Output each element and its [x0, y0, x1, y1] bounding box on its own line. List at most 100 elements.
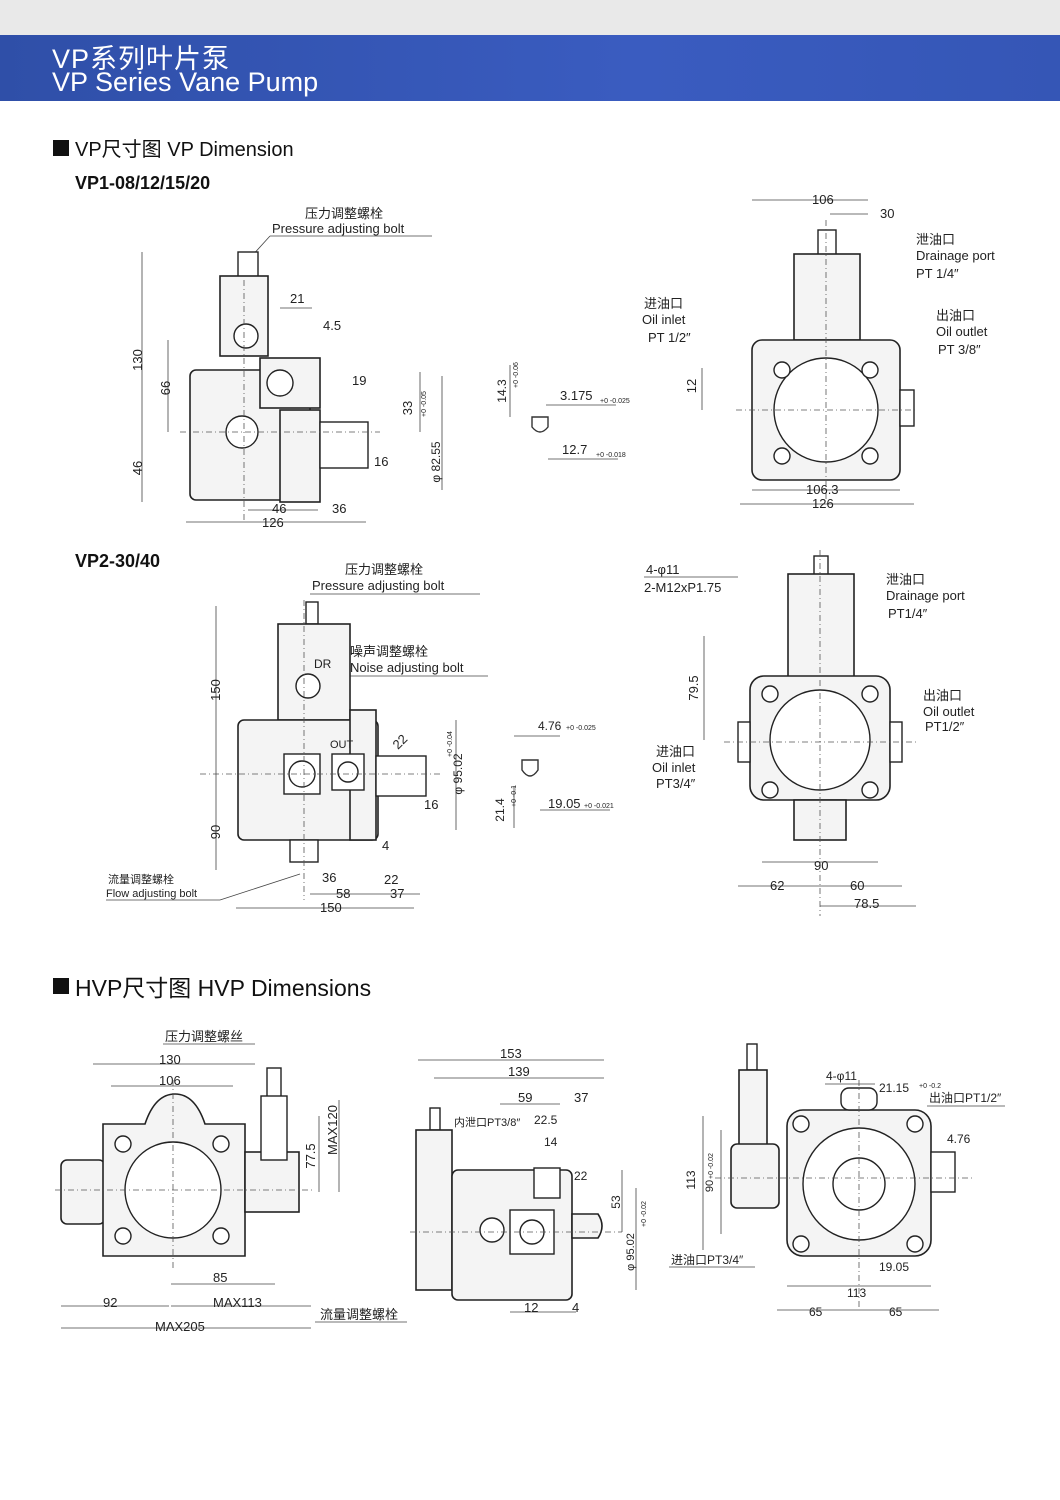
hvp-front-dim-77-5: 77.5 — [303, 1143, 318, 1168]
square-bullet-icon — [53, 978, 69, 994]
vp1-key-tol2: +0 -0.025 — [600, 398, 630, 405]
vp2-bolts: 4-φ11 — [646, 562, 679, 577]
vp1-front-dim-12: 12 — [684, 379, 699, 393]
hvp-side-dim-12: 12 — [524, 1300, 538, 1315]
hvp-side-dim-59: 59 — [518, 1090, 532, 1105]
hvp-side-dim-22-5: 22.5 — [534, 1113, 558, 1127]
vp2-key-dim-19-05: 19.05 — [548, 796, 581, 811]
hvp-flow-bolt-zh: 流量调整螺栓 — [320, 1307, 398, 1322]
vp1-dim-19: 19 — [352, 373, 366, 388]
vp1-dim-36: 36 — [332, 501, 346, 516]
vp2-front-drawing: 4-φ11 2-M12xP1.75 泄油口 Drainage port PT1/… — [644, 550, 975, 916]
vp1-dim-dia-82-55: φ 82.55 — [429, 441, 443, 482]
hvp-rear-dim-21-15: 21.15 — [879, 1081, 909, 1095]
hvp-side-dim-22: 22 — [574, 1169, 588, 1183]
hvp-rear-outlet-label: 出油口PT1/2″ — [929, 1091, 1002, 1105]
vp2-dim-22b: 22 — [384, 872, 398, 887]
vp1-pressure-bolt-zh: 压力调整螺栓 — [305, 206, 383, 221]
vp1-dim-46b: 46 — [272, 501, 286, 516]
vp2-drain-size: PT1/4″ — [888, 606, 928, 621]
vp1-dim-21: 21 — [290, 291, 304, 306]
hvp-rear-dim-90: 90 — [704, 1180, 716, 1192]
vp2-front-dim-60: 60 — [850, 878, 864, 893]
vp2-front-dim-62: 62 — [770, 878, 784, 893]
square-bullet-icon — [53, 139, 69, 156]
vp2-dim-36: 36 — [322, 870, 336, 885]
model-label-vp2: VP2-30/40 — [75, 551, 161, 571]
vp1-front-drawing: 106 30 泄油口 Drainage port PT 1/4″ 进油口 Oil… — [642, 192, 995, 511]
vp2-flow-bolt-zh: 流量调整螺栓 — [108, 872, 174, 886]
vp1-outlet-zh: 出油口 — [936, 308, 975, 323]
hvp-front-dim-max113: MAX113 — [213, 1295, 262, 1310]
hvp-front-dim-92: 92 — [103, 1295, 117, 1310]
vp2-drain-zh: 泄油口 — [886, 572, 925, 587]
vp2-noise-bolt-en: Noise adjusting bolt — [350, 660, 464, 675]
hvp-front-dim-85: 85 — [213, 1270, 227, 1285]
vp2-thread: 2-M12xP1.75 — [644, 580, 721, 595]
hvp-side-drain-label: 内泄口PT3/8″ — [454, 1115, 520, 1129]
section-heading-hvp: HVP尺寸图 HVP Dimensions — [53, 969, 371, 1003]
hvp-front-dim-130: 130 — [159, 1052, 181, 1067]
vp2-inlet-en: Oil inlet — [652, 760, 696, 775]
vp2-front-dim-79-5: 79.5 — [686, 675, 701, 700]
hvp-pressure-bolt-zh: 压力调整螺丝 — [165, 1029, 243, 1044]
title-banner: VP系列叶片泵 VP Series Vane Pump — [0, 35, 1060, 101]
hvp-rear-dim-65b: 65 — [889, 1305, 903, 1319]
vp2-dim-58: 58 — [336, 886, 350, 901]
vp1-dim-126: 126 — [262, 515, 284, 530]
section-title-hvp: HVP尺寸图 HVP Dimensions — [75, 975, 372, 1001]
title-zh: VP系列叶片泵 — [52, 44, 231, 74]
vp1-dim-130: 130 — [130, 349, 145, 371]
vp1-inlet-en: Oil inlet — [642, 312, 686, 327]
vp1-front-dim-106-3: 106.3 — [806, 482, 839, 497]
hvp-rear-bolts: 4-φ11 — [826, 1069, 857, 1083]
vp2-front-dim-90: 90 — [814, 858, 828, 873]
vp2-dim-37: 37 — [390, 886, 404, 901]
vp2-flow-bolt-en: Flow adjusting bolt — [106, 888, 197, 900]
vp1-dim-46a: 46 — [130, 461, 145, 475]
vp2-key-tol2: +0 -0.1 — [511, 785, 518, 807]
vp2-port-out: OUT — [330, 739, 354, 751]
hvp-front-dim-106: 106 — [159, 1073, 181, 1088]
hvp-side-dim-153: 153 — [500, 1046, 522, 1061]
section-heading-vp: VP尺寸图 VP Dimension — [53, 133, 294, 162]
vp2-dim-16: 16 — [424, 797, 438, 812]
hvp-rear-drawing: 4-φ11 21.15 +0 -0.2 出油口PT1/2″ 4.76 113 9… — [669, 1043, 1005, 1319]
vp1-drain-size: PT 1/4″ — [916, 266, 959, 281]
vp2-dim-150v: 150 — [208, 679, 223, 701]
vp2-key-tol1: +0 -0.025 — [566, 725, 596, 732]
hvp-side-drawing: 153 139 59 37 内泄口PT3/8″ 22.5 14 22 53 φ … — [410, 1046, 648, 1315]
vp1-pressure-bolt-en: Pressure adjusting bolt — [272, 221, 405, 236]
vp2-dim-dia-95-02: φ 95.02 — [451, 753, 465, 794]
vp1-side-drawing: 压力调整螺栓 Pressure adjusting bolt 130 66 46… — [130, 206, 443, 530]
vp1-key-dim-12-7: 12.7 — [562, 442, 587, 457]
vp1-key-detail: 14.3 +0 -0.06 3.175 +0 -0.025 12.7 +0 -0… — [495, 362, 630, 460]
hvp-side-dim-dia-95-02: φ 95.02 — [625, 1233, 637, 1271]
vp1-front-dim-106: 106 — [812, 192, 834, 207]
vp2-dim-4: 4 — [382, 838, 389, 853]
title-en: VP Series Vane Pump — [52, 67, 319, 97]
vp2-dim-90: 90 — [208, 825, 223, 839]
vp1-front-dim-126: 126 — [812, 496, 834, 511]
top-strip — [0, 0, 1060, 35]
vp1-front-dim-30: 30 — [880, 206, 894, 221]
vp2-key-dim-21-4: 21.4 — [493, 798, 507, 822]
hvp-front-dim-max205: MAX205 — [155, 1319, 205, 1334]
hvp-side-dim-14: 14 — [544, 1135, 558, 1149]
vp2-pressure-bolt-en: Pressure adjusting bolt — [312, 578, 445, 593]
vp1-outlet-en: Oil outlet — [936, 324, 988, 339]
hvp-rear-dim-4-76: 4.76 — [947, 1132, 971, 1146]
vp1-key-tol1: +0 -0.06 — [513, 362, 520, 388]
hvp-rear-dim-113v: 113 — [684, 1170, 698, 1189]
hvp-front-drawing: 压力调整螺丝 130 106 77.5 MAX120 85 92 MAX113 … — [55, 1029, 407, 1334]
vp2-dim-dia-tol: +0 -0.04 — [447, 731, 454, 757]
vp2-key-tol3: +0 -0.021 — [584, 803, 614, 810]
vp2-port-dr: DR — [314, 657, 332, 671]
vp1-dim-16: 16 — [374, 454, 388, 469]
vp2-inlet-size: PT3/4″ — [656, 776, 696, 791]
vp2-outlet-en: Oil outlet — [923, 704, 975, 719]
vp1-dim-66: 66 — [158, 381, 173, 395]
hvp-front-dim-max120: MAX120 — [325, 1105, 340, 1155]
vp2-key-detail: 4.76 +0 -0.025 21.4 +0 -0.1 19.05 +0 -0.… — [493, 719, 614, 828]
hvp-side-dim-37: 37 — [574, 1090, 588, 1105]
